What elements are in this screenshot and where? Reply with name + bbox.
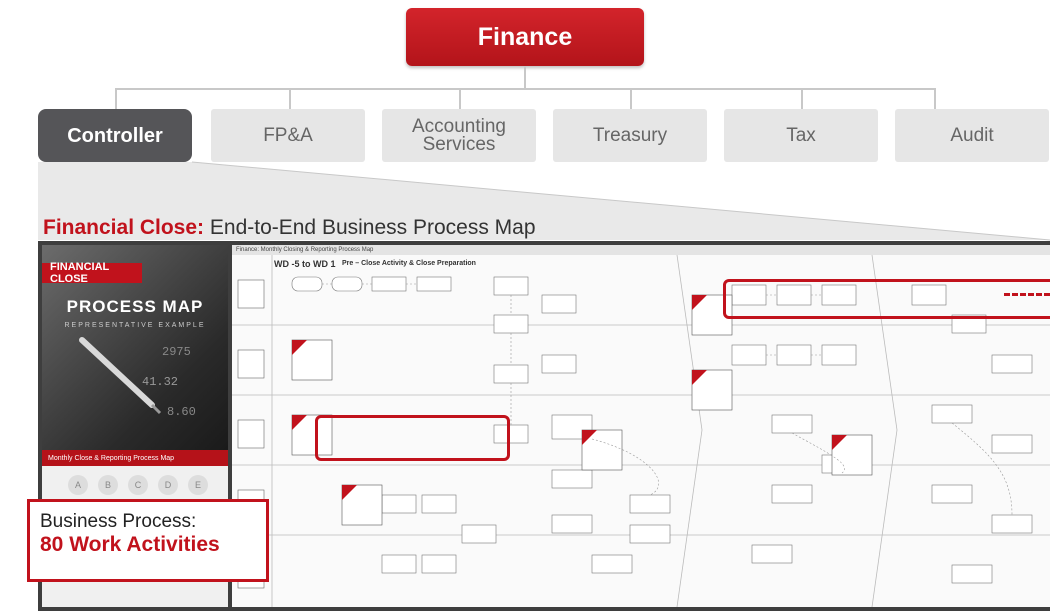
section-title-bold: Financial Close: xyxy=(43,216,205,239)
cover-subtitle: REPRESENTATIVE EXAMPLE xyxy=(64,322,206,329)
callout-line-1: Business Process: xyxy=(40,511,197,532)
callout-line-2: 80 Work Activities xyxy=(40,533,220,556)
svg-text:2975: 2975 xyxy=(162,345,191,359)
cover-tag: FINANCIAL CLOSE xyxy=(42,261,142,285)
tree-bar xyxy=(115,88,935,90)
highlight-middle-left xyxy=(315,415,510,461)
dept-fpa[interactable]: FP&A xyxy=(211,109,365,162)
step-circle-e: E xyxy=(188,475,208,495)
swimlane-diagram xyxy=(232,255,1050,607)
step-circle-c: C xyxy=(128,475,148,495)
dept-controller[interactable]: Controller xyxy=(38,109,192,162)
cover-title: PROCESS MAP xyxy=(66,297,204,316)
dept-treasury[interactable]: Treasury xyxy=(553,109,707,162)
step-circle-d: D xyxy=(158,475,178,495)
finance-root-box[interactable]: Finance xyxy=(406,8,644,66)
dept-audit[interactable]: Audit xyxy=(895,109,1049,162)
dept-accounting-services[interactable]: Accounting Services xyxy=(382,109,536,162)
highlight-connector xyxy=(1004,293,1050,296)
cover-band: Monthly Close & Reporting Process Map xyxy=(42,450,228,466)
zoom-wedge xyxy=(38,161,1050,241)
tree-drop-5 xyxy=(801,88,803,109)
tree-drop-4 xyxy=(630,88,632,109)
tree-drop-6 xyxy=(934,88,936,109)
highlight-top-right xyxy=(723,279,1050,319)
svg-text:8.60: 8.60 xyxy=(167,405,196,419)
svg-text:41.32: 41.32 xyxy=(142,375,178,389)
tree-stem xyxy=(524,66,526,88)
step-circle-b: B xyxy=(98,475,118,495)
phase-subtitle: Pre – Close Activity & Close Preparation xyxy=(342,260,476,267)
step-circle-a: A xyxy=(68,475,88,495)
canvas-header: Finance: Monthly Closing & Reporting Pro… xyxy=(232,245,1050,255)
tree-drop-2 xyxy=(289,88,291,109)
cover-photo: 2975 41.32 8.60 FINANCIAL CLOSE PROCESS … xyxy=(42,245,228,450)
section-title-rest: End-to-End Business Process Map xyxy=(204,216,536,239)
business-process-callout: Business Process: 80 Work Activities xyxy=(27,499,269,582)
dept-tax[interactable]: Tax xyxy=(724,109,878,162)
tree-drop-3 xyxy=(459,88,461,109)
phase-title: WD -5 to WD 1 xyxy=(274,259,336,269)
pen-and-numbers-image: 2975 41.32 8.60 xyxy=(79,337,196,419)
section-title: Financial Close: End-to-End Business Pro… xyxy=(43,216,536,240)
map-canvas: Finance: Monthly Closing & Reporting Pro… xyxy=(232,245,1050,607)
tree-drop-1 xyxy=(115,88,117,109)
